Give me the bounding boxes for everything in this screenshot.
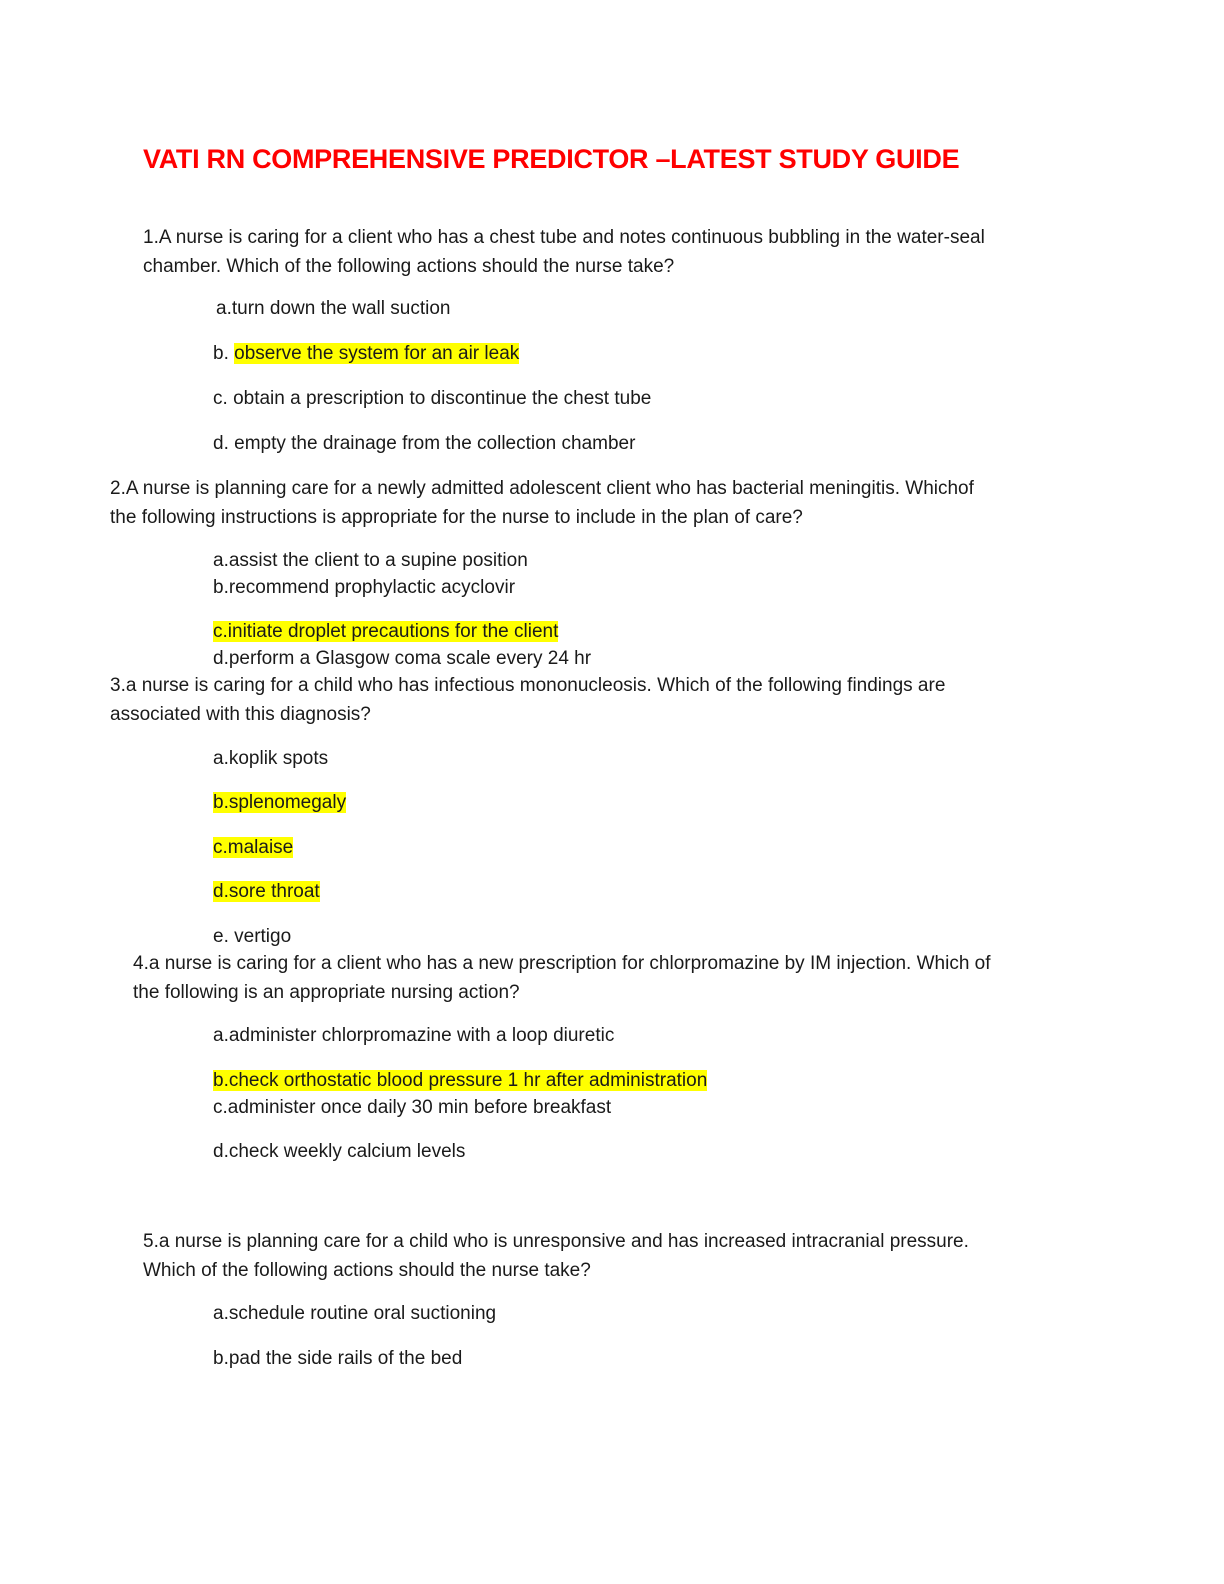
option-text-highlighted: splenomegaly: [228, 792, 347, 813]
question-2-option-b: b.recommend prophylactic acyclovir: [213, 575, 515, 601]
option-prefix: b.: [213, 577, 229, 598]
option-text: obtain a prescription to discontinue the…: [233, 388, 652, 409]
option-text: empty the drainage from the collection c…: [234, 433, 636, 454]
question-2-option-d: d.perform a Glasgow coma scale every 24 …: [213, 646, 591, 672]
question-3-option-a: a.koplik spots: [213, 746, 328, 772]
question-2-line-2: the following instructions is appropriat…: [110, 507, 803, 528]
option-text: perform a Glasgow coma scale every 24 hr: [228, 648, 592, 669]
question-5-line-1: 5.a nurse is planning care for a child w…: [143, 1231, 969, 1252]
option-prefix: c.: [213, 1097, 228, 1118]
question-4-line-1: 4.a nurse is caring for a client who has…: [133, 953, 991, 974]
question-1-line-1: 1.A nurse is caring for a client who has…: [143, 227, 985, 248]
option-text-highlighted: check orthostatic blood pressure 1 hr af…: [228, 1070, 708, 1091]
option-text: schedule routine oral suctioning: [228, 1303, 497, 1324]
question-4-option-a: a.administer chlorpromazine with a loop …: [213, 1023, 614, 1049]
option-prefix: b.: [213, 1348, 229, 1369]
option-prefix-highlighted: c.: [213, 621, 228, 642]
question-4-option-c: c.administer once daily 30 min before br…: [213, 1095, 611, 1121]
question-1-option-b: b. observe the system for an air leak: [213, 341, 520, 367]
question-3-line-2: associated with this diagnosis?: [110, 704, 371, 725]
question-5: 5.a nurse is planning care for a child w…: [143, 1227, 969, 1285]
option-prefix: d.: [213, 1141, 229, 1162]
question-2: 2.A nurse is planning care for a newly a…: [110, 474, 974, 532]
question-5-option-b: b.pad the side rails of the bed: [213, 1346, 462, 1372]
option-text-highlighted: initiate droplet precautions for the cli…: [227, 621, 559, 642]
option-prefix-highlighted: b.: [213, 1070, 229, 1091]
question-3-line-1: 3.a nurse is caring for a child who has …: [110, 675, 946, 696]
option-prefix: d.: [213, 433, 235, 454]
option-prefix: b.: [213, 343, 235, 364]
option-text: administer once daily 30 min before brea…: [227, 1097, 612, 1118]
question-3-option-d: d.sore throat: [213, 879, 320, 905]
option-text: turn down the wall suction: [231, 298, 451, 319]
option-prefix: a.: [216, 298, 232, 319]
document-title: VATI RN COMPREHENSIVE PREDICTOR –LATEST …: [143, 144, 960, 174]
option-prefix: e.: [213, 926, 235, 947]
option-text-highlighted: malaise: [227, 837, 294, 858]
question-4-line-2: the following is an appropriate nursing …: [133, 982, 520, 1003]
question-4: 4.a nurse is caring for a client who has…: [133, 949, 991, 1007]
question-3-option-b: b.splenomegaly: [213, 790, 347, 816]
option-prefix-highlighted: c.: [213, 837, 228, 858]
option-prefix-highlighted: b.: [213, 792, 229, 813]
option-prefix: a.: [213, 1025, 229, 1046]
question-4-option-b: b.check orthostatic blood pressure 1 hr …: [213, 1068, 708, 1094]
option-text: vertigo: [234, 926, 292, 947]
question-2-line-1: 2.A nurse is planning care for a newly a…: [110, 478, 974, 499]
option-text: administer chlorpromazine with a loop di…: [228, 1025, 615, 1046]
question-3-option-c: c.malaise: [213, 835, 294, 861]
question-3: 3.a nurse is caring for a child who has …: [110, 671, 945, 729]
question-2-option-a: a.assist the client to a supine position: [213, 548, 528, 574]
question-5-line-2: Which of the following actions should th…: [143, 1260, 591, 1281]
option-text: check weekly calcium levels: [228, 1141, 466, 1162]
question-1-option-a: a.turn down the wall suction: [216, 296, 450, 322]
question-3-option-e: e. vertigo: [213, 924, 291, 950]
question-1-line-2: chamber. Which of the following actions …: [143, 256, 675, 277]
question-1-option-d: d. empty the drainage from the collectio…: [213, 431, 635, 457]
question-2-option-c: c.initiate droplet precautions for the c…: [213, 619, 559, 645]
question-1-option-c: c. obtain a prescription to discontinue …: [213, 386, 651, 412]
question-1: 1.A nurse is caring for a client who has…: [143, 223, 985, 281]
option-prefix: d.: [213, 648, 229, 669]
option-prefix: a.: [213, 748, 229, 769]
option-prefix: a.: [213, 1303, 229, 1324]
question-4-option-d: d.check weekly calcium levels: [213, 1139, 465, 1165]
option-text-highlighted: sore throat: [228, 881, 320, 902]
option-text: koplik spots: [228, 748, 329, 769]
question-5-option-a: a.schedule routine oral suctioning: [213, 1301, 496, 1327]
option-prefix: c.: [213, 388, 234, 409]
option-text: assist the client to a supine position: [228, 550, 528, 571]
option-text: pad the side rails of the bed: [228, 1348, 463, 1369]
option-prefix-highlighted: d.: [213, 881, 229, 902]
option-text-highlighted: observe the system for an air leak: [234, 343, 520, 364]
option-text: recommend prophylactic acyclovir: [228, 577, 516, 598]
option-prefix: a.: [213, 550, 229, 571]
